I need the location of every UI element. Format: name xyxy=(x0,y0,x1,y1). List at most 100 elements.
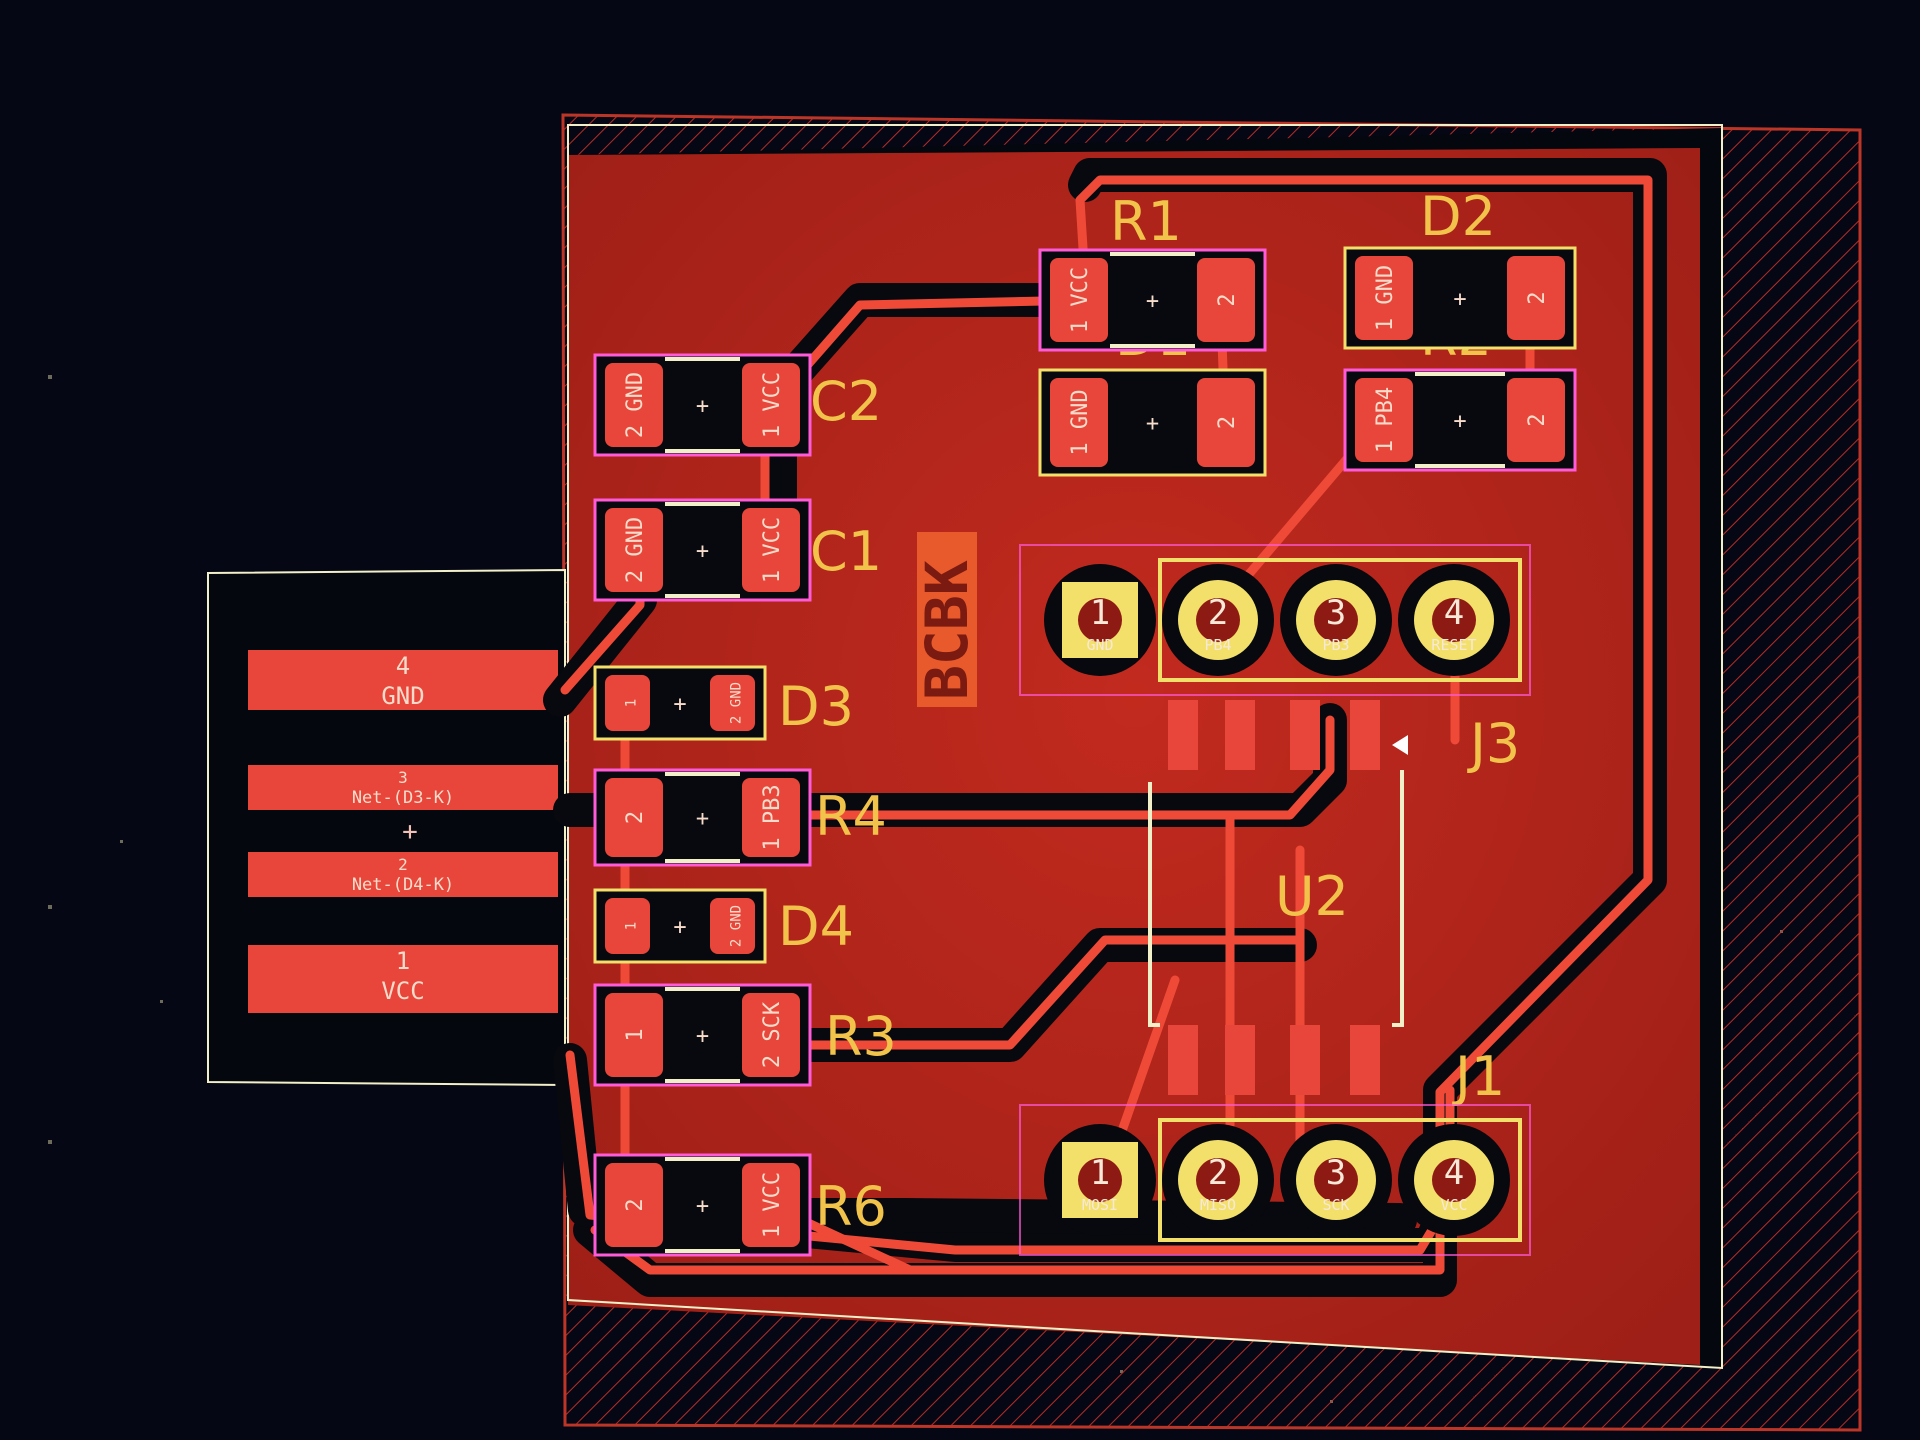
smd-footprints[interactable]: 2 GND 1 VCC +2 GND 1 VCC +1 2 GND +2 1 PB3 +1 2 G… xyxy=(593,246,1577,1257)
pad-label: 1 VCC xyxy=(760,1172,785,1238)
header-pin-num: 2 xyxy=(1208,1153,1228,1193)
pad-1[interactable]: 2 GND xyxy=(605,508,663,592)
pad-label: 2 xyxy=(1215,416,1240,429)
center-cross: + xyxy=(1146,289,1159,314)
pad-label: 2 xyxy=(1525,291,1550,304)
ref-r6: R6 xyxy=(815,1175,887,1238)
ref-j3: J3 xyxy=(1467,712,1520,775)
center-cross: + xyxy=(696,1024,709,1049)
center-cross: + xyxy=(696,539,709,564)
ref-d2: D2 xyxy=(1420,185,1496,248)
pad-label: 2 xyxy=(1215,293,1240,306)
pad-2[interactable]: 1 VCC xyxy=(742,363,800,447)
pad-1[interactable]: 2 GND xyxy=(605,363,663,447)
footprint-d4[interactable]: 1 2 GND + xyxy=(593,888,767,964)
usb-pin-num: 3 xyxy=(398,768,408,787)
pad-label: 2 xyxy=(623,1198,648,1211)
u2-footprint[interactable] xyxy=(1148,700,1408,1095)
pad-2[interactable]: 2 xyxy=(1507,256,1565,340)
usb-pin-net: Net-(D3-K) xyxy=(352,788,454,808)
pad-2[interactable]: 1 VCC xyxy=(742,508,800,592)
header-pin-net: PB3 xyxy=(1322,636,1349,654)
pad-1[interactable]: 2 xyxy=(605,778,663,857)
pad-1[interactable]: 2 xyxy=(605,1163,663,1247)
ref-d3: D3 xyxy=(778,675,854,738)
pad-1[interactable]: 1 VCC xyxy=(1050,258,1108,342)
pad-1[interactable]: 1 xyxy=(605,993,663,1077)
center-cross: + xyxy=(696,394,709,419)
pad-2[interactable]: 2 xyxy=(1197,378,1255,467)
pad-label: 2 xyxy=(1525,413,1550,426)
pad-label: 1 GND xyxy=(1068,389,1093,455)
pad-1[interactable]: 1 GND xyxy=(1355,256,1413,340)
usb-origin-cross: + xyxy=(402,817,418,847)
center-cross: + xyxy=(1146,412,1159,437)
header-pin-num: 3 xyxy=(1326,1153,1346,1193)
usb-pin-num: 1 xyxy=(396,947,410,975)
usb-pin-net: VCC xyxy=(381,977,424,1005)
pad-label: 2 GND xyxy=(729,682,745,724)
ref-r3: R3 xyxy=(825,1005,897,1068)
footprint-d1[interactable]: 1 GND 2 + xyxy=(1038,368,1267,477)
pad-label: 1 xyxy=(624,699,640,707)
pad-label: 1 PB3 xyxy=(760,784,785,850)
pad-label: 1 VCC xyxy=(1068,267,1093,333)
board-label-text: BCBK xyxy=(913,560,981,700)
ref-r1: R1 xyxy=(1110,190,1182,253)
footprint-r2[interactable]: 1 PB4 2 + xyxy=(1343,368,1577,472)
header-pin-num: 1 xyxy=(1090,593,1110,633)
pad-2[interactable]: 2 GND xyxy=(710,898,755,954)
footprint-c2[interactable]: 2 GND 1 VCC + xyxy=(593,353,812,457)
pad-1[interactable]: 1 PB4 xyxy=(1355,378,1413,462)
ref-d4: D4 xyxy=(778,895,854,958)
pad-2[interactable]: 2 SCK xyxy=(742,993,800,1077)
pad-2[interactable]: 1 PB3 xyxy=(742,778,800,857)
pad-1[interactable]: 1 xyxy=(605,898,650,954)
pad-2[interactable]: 2 xyxy=(1507,378,1565,462)
pad-1[interactable]: 1 xyxy=(605,675,650,731)
pad-1[interactable]: 1 GND xyxy=(1050,378,1108,467)
track-sck xyxy=(785,935,1305,1050)
header-pin-net: MISO xyxy=(1200,1196,1236,1214)
pad-2[interactable]: 1 VCC xyxy=(742,1163,800,1247)
footprint-c1[interactable]: 2 GND 1 VCC + xyxy=(593,498,812,602)
ref-c2: C2 xyxy=(810,370,882,433)
center-cross: + xyxy=(1453,287,1466,312)
usb-pin-net: Net-(D4-K) xyxy=(352,875,454,895)
pad-label: 1 GND xyxy=(1373,265,1398,331)
track-pb3 xyxy=(795,715,1335,820)
center-cross: + xyxy=(673,915,686,940)
header-pin-num: 4 xyxy=(1444,1153,1464,1193)
footprint-d2[interactable]: 1 GND 2 + xyxy=(1343,246,1577,350)
footprint-r1[interactable]: 1 VCC 2 + xyxy=(1038,248,1267,352)
pad-2[interactable]: 2 GND xyxy=(710,675,755,731)
header-pin-net: GND xyxy=(1086,636,1113,654)
pad-label: 1 PB4 xyxy=(1373,387,1398,453)
pad-2[interactable]: 2 xyxy=(1197,258,1255,342)
usb-pin-num: 4 xyxy=(396,652,410,680)
center-cross: + xyxy=(1453,409,1466,434)
footprint-r3[interactable]: 1 2 SCK + xyxy=(593,983,812,1087)
ref-r4: R4 xyxy=(815,785,887,848)
